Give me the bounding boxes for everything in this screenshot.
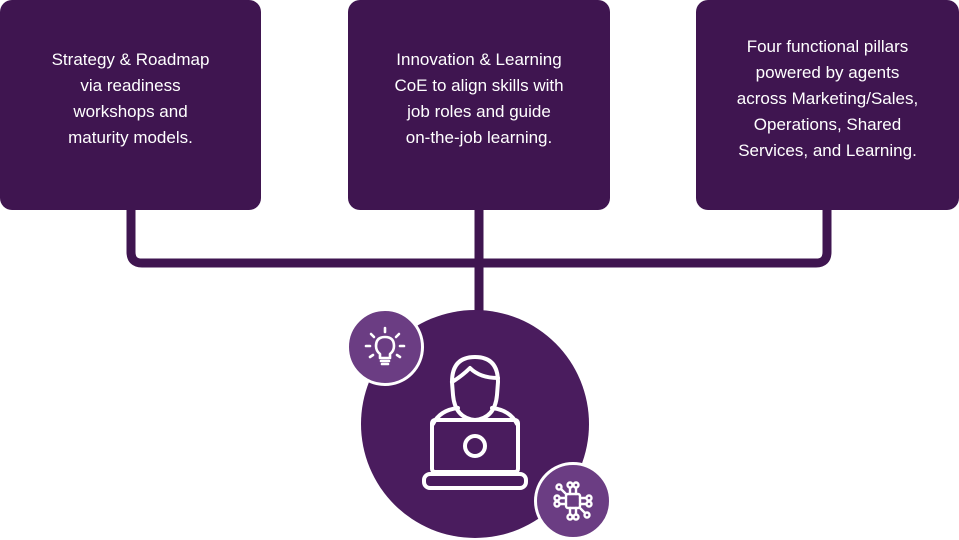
user-at-laptop-icon: [422, 355, 528, 490]
card-functional-pillars: Four functional pillars powered by agent…: [696, 0, 959, 210]
chip-badge: [534, 462, 612, 540]
lightbulb-icon: [364, 326, 406, 366]
card-text: Innovation & Learning CoE to align skill…: [394, 50, 564, 147]
lightbulb-badge: [346, 308, 424, 386]
card-text: Four functional pillars powered by agent…: [736, 37, 919, 160]
card-innovation-learning: Innovation & Learning CoE to align skill…: [348, 0, 610, 210]
card-strategy-roadmap: Strategy & Roadmap via readiness worksho…: [0, 0, 261, 210]
chip-network-icon: [553, 481, 593, 521]
card-text: Strategy & Roadmap via readiness worksho…: [51, 50, 210, 147]
